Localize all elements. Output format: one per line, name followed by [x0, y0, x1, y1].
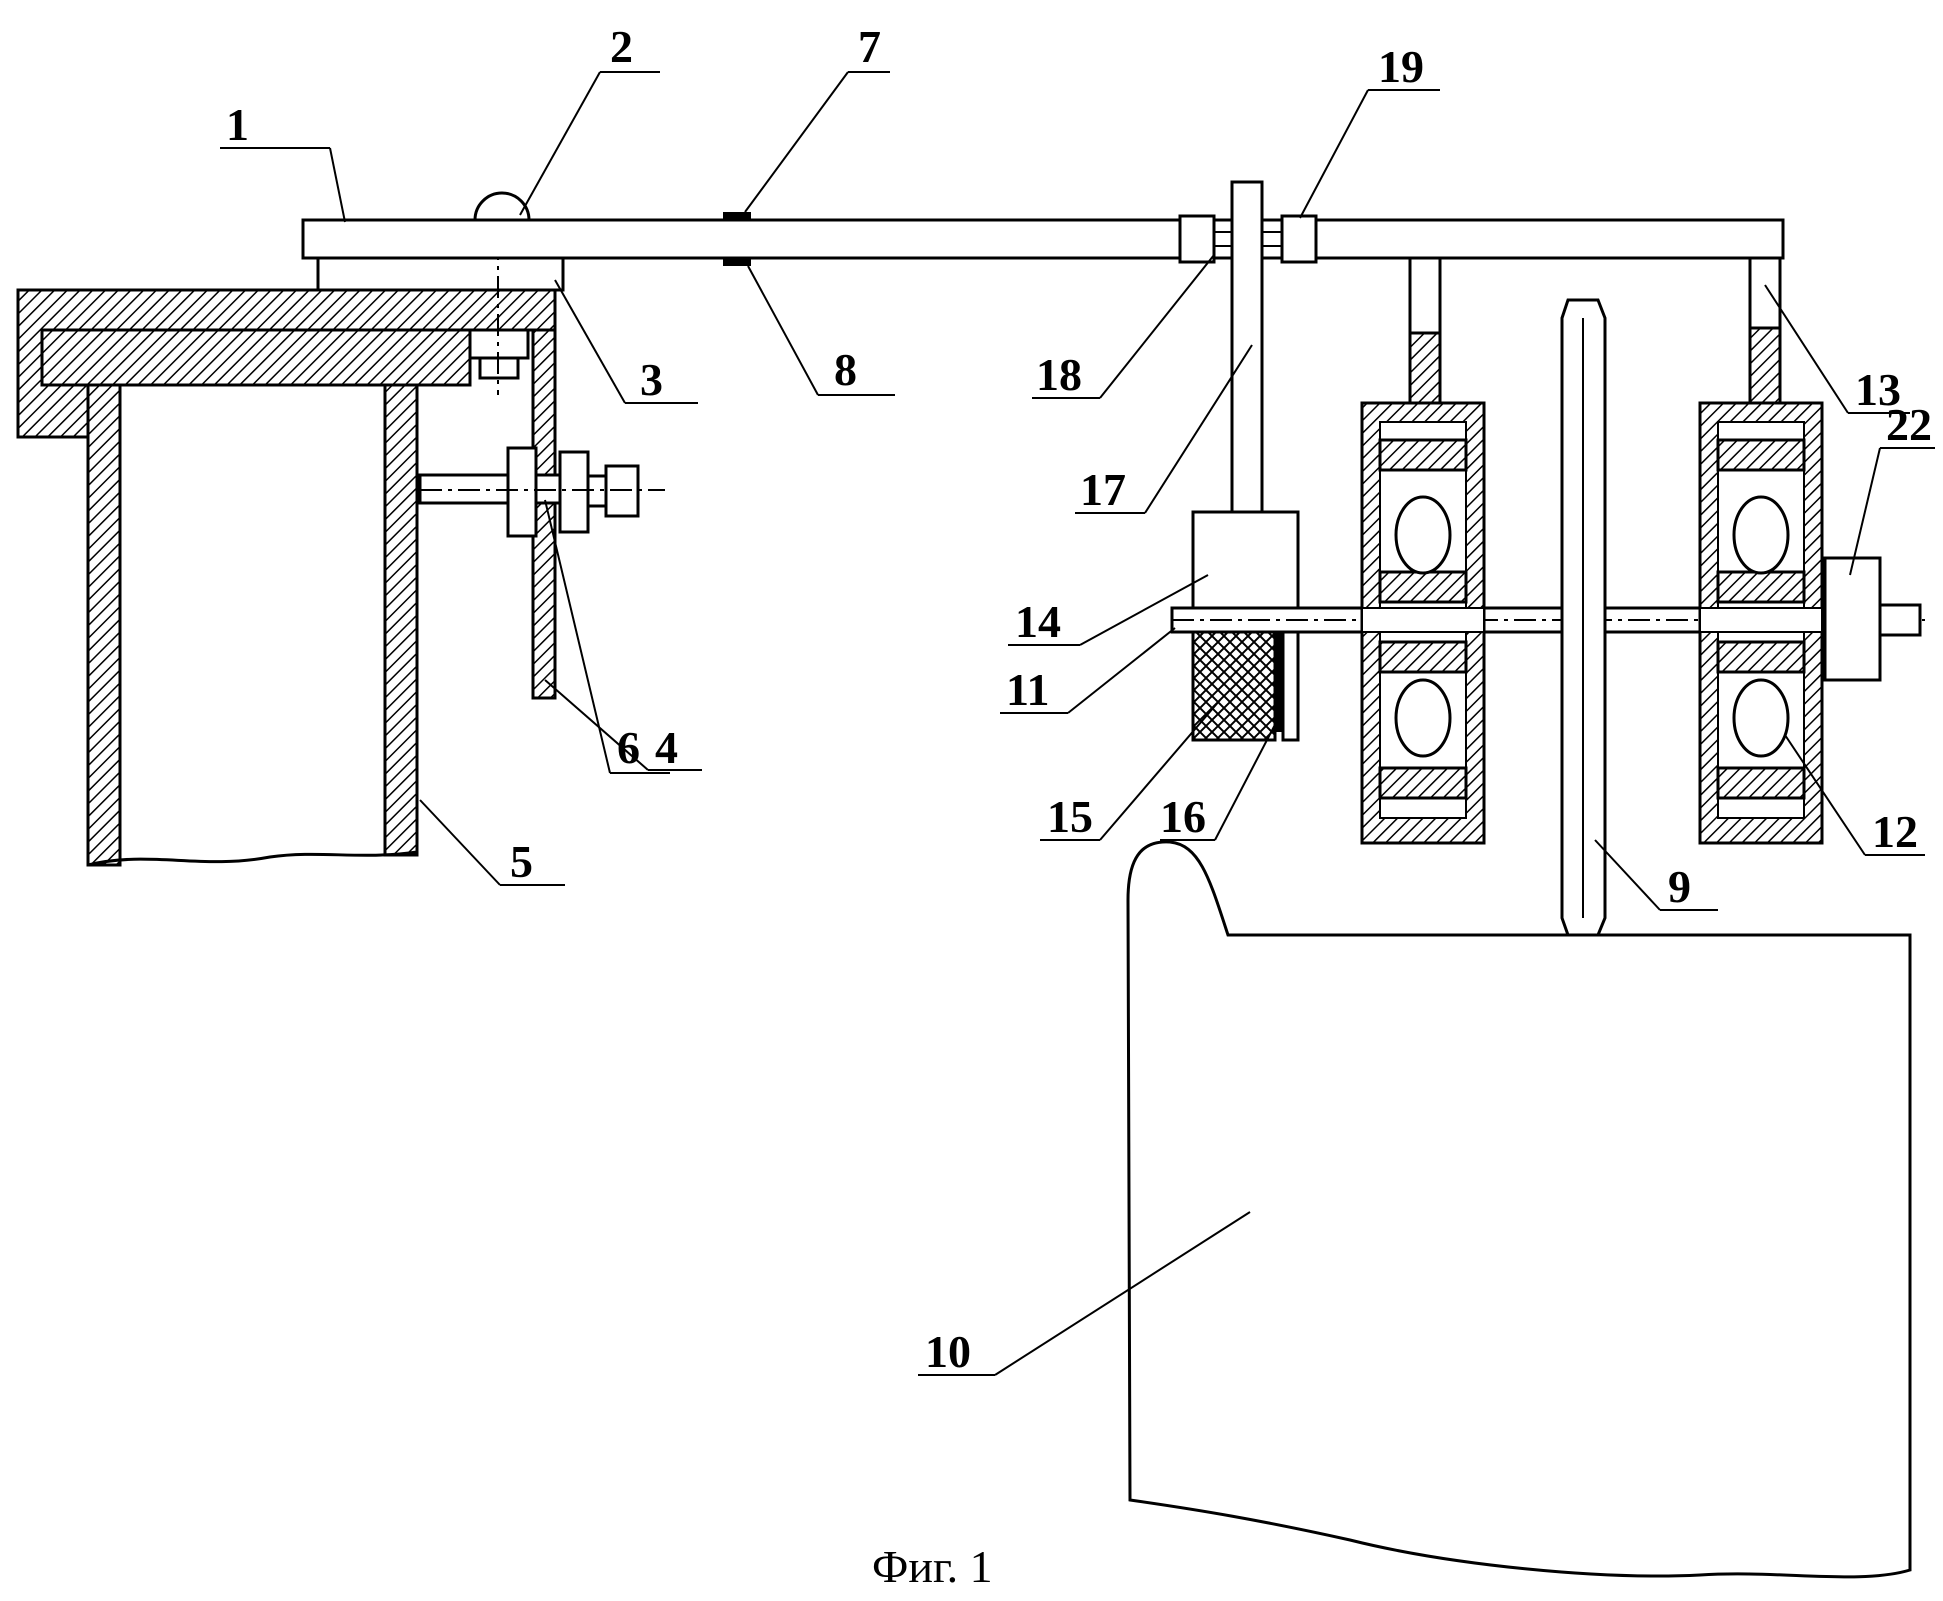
label-11: 11	[1006, 664, 1049, 715]
label-16: 16	[1160, 791, 1206, 842]
label-9: 9	[1668, 861, 1691, 912]
label-4: 4	[655, 722, 678, 773]
label-14: 14	[1015, 596, 1061, 647]
label-18: 18	[1036, 349, 1082, 400]
screw-nut-1	[508, 448, 536, 536]
workpiece	[1128, 842, 1910, 1577]
label-12: 12	[1872, 806, 1918, 857]
label-15: 15	[1047, 791, 1093, 842]
bar-body	[303, 220, 1783, 258]
hanger-left-bottom	[1410, 333, 1440, 403]
ball-lower	[1396, 680, 1450, 756]
label-5: 5	[510, 836, 533, 887]
table-break-line	[88, 852, 417, 865]
pad-crosshatched	[1193, 632, 1275, 740]
plate-holder	[1283, 632, 1298, 740]
hanger-left-top	[1410, 258, 1440, 333]
label-2: 2	[610, 21, 633, 72]
table-leg-left	[88, 385, 120, 865]
left-assembly	[18, 193, 665, 865]
label-19: 19	[1378, 41, 1424, 92]
label-3: 3	[640, 354, 663, 405]
label-22: 22	[1886, 399, 1932, 450]
label-6: 6	[617, 722, 640, 773]
clamp-left	[1180, 216, 1214, 262]
rod-assembly	[1193, 182, 1298, 740]
label-10: 10	[925, 1326, 971, 1377]
mark-top	[723, 212, 751, 220]
vertical-rod	[1232, 182, 1262, 512]
mark-bottom	[723, 258, 751, 266]
pivot-knob	[475, 193, 529, 220]
table-inner-plate	[42, 330, 470, 385]
table-leg-right	[385, 385, 417, 855]
pad	[318, 258, 563, 290]
main-bar	[303, 212, 1783, 266]
ball-upper	[1396, 497, 1450, 573]
shaft-nut	[1825, 558, 1880, 680]
label-1: 1	[226, 99, 249, 150]
hanger-right-bottom	[1750, 328, 1780, 403]
hanger-right-top	[1750, 258, 1780, 328]
label-17: 17	[1080, 464, 1126, 515]
bearing-right	[1700, 403, 1822, 843]
label-7: 7	[858, 21, 881, 72]
bearing-left	[1362, 403, 1484, 843]
disc	[1562, 300, 1605, 935]
clamp-right	[1282, 216, 1316, 262]
shaft-end	[1880, 605, 1920, 635]
sensor-block	[1193, 512, 1298, 610]
label-8: 8	[834, 344, 857, 395]
figure-caption: Фиг. 1	[872, 1541, 993, 1592]
screw-nut-2	[560, 452, 588, 532]
